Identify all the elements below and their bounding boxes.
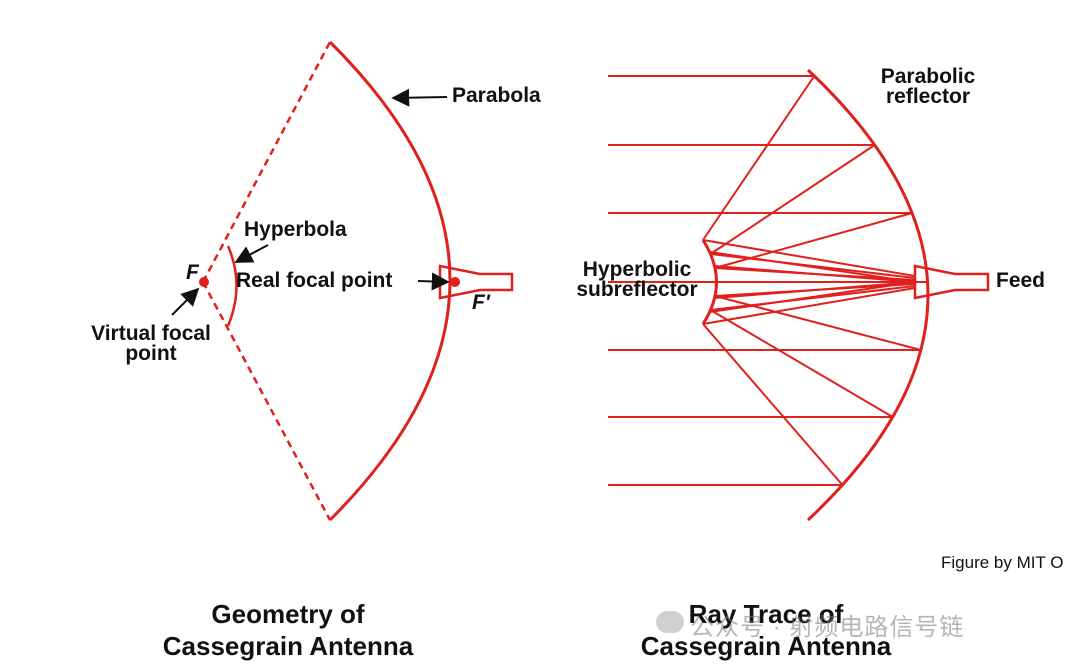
parabolic-line2: reflector [885,85,971,108]
feed-ray [702,239,916,277]
left-parabola-curve [328,40,452,522]
left-caption-line1: Geometry of [211,599,365,629]
feed-ray [709,281,916,313]
right-feed-horn [913,264,990,300]
left-dashed-bottom [201,281,332,521]
left-hyperbola-curve [226,245,238,327]
virtual-focal-dot [199,277,209,287]
wechat-icon [656,611,684,633]
hyperbolic-line2: subreflector [576,278,698,301]
watermark-text: 公众号 · 射频电路信号链 [690,614,965,641]
virtual-focal-line1: Virtual focal [91,322,211,345]
left-geometry [201,40,514,522]
focal-f-prime-label: F' [472,291,490,314]
left-arrows [171,88,450,316]
real-focal-point-label: Real focal point [236,269,393,292]
hyperbola-label: Hyperbola [244,218,347,241]
right-caption-line1: Ray Trace of [688,599,844,629]
hyperbola-arrow [234,244,269,263]
virtual-focal-arrow [171,287,200,316]
real-focal-arrow [417,272,450,291]
virtual-focal-line2: point [125,342,177,365]
reflected-ray [702,75,816,241]
reflected-ray [709,309,894,418]
reflected-ray [709,144,876,255]
figure-credit: Figure by MIT O [941,553,1064,572]
right-geometry [608,68,990,522]
parabolic-reflector-label: Parabolic reflector [870,65,986,108]
reflected-ray [702,323,844,486]
right-caption: Ray Trace of Cassegrain Antenna [608,598,924,662]
feed-ray [714,265,916,283]
reflected-ray [714,212,913,269]
left-caption: Geometry of Cassegrain Antenna [130,598,446,662]
parabolic-line1: Parabolic [880,65,976,88]
feed-label: Feed [996,269,1046,292]
left-dashed-top [201,41,332,283]
ray-group [608,75,928,486]
feed-ray [714,281,916,299]
focal-f-label: F [186,261,199,284]
hyperbolic-subreflector-label: Hyperbolic subreflector [562,258,712,301]
virtual-focal-point-label: Virtual focal point [80,322,222,365]
feed-ray [709,251,916,283]
left-feed-horn [438,264,514,300]
feed-ray [702,287,916,325]
parabola-label: Parabola [452,84,541,107]
right-caption-line2: Cassegrain Antenna [640,631,892,661]
hyperbolic-line1: Hyperbolic [582,258,692,281]
left-caption-line2: Cassegrain Antenna [162,631,414,661]
real-focal-dot [450,277,460,287]
parabola-arrow [391,88,448,107]
